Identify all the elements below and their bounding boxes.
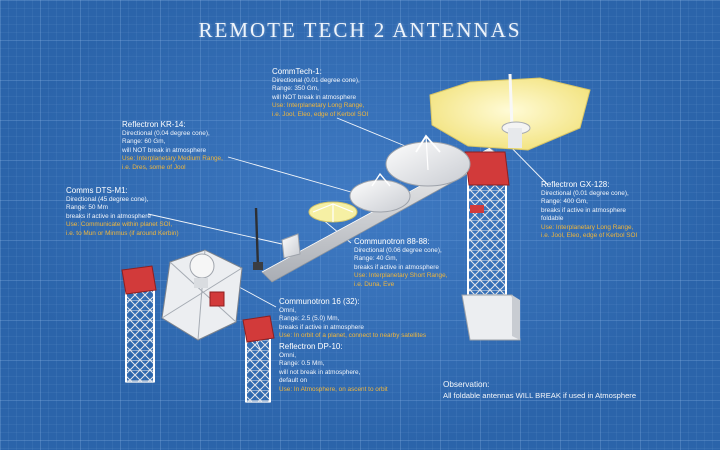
antenna-spec: Directional (45 degree cone), xyxy=(66,196,149,203)
communotron-88-88-dish xyxy=(308,201,358,223)
antenna-name: Reflectron DP-10: xyxy=(279,342,343,351)
antenna-use: Use: In Atmosphere, on ascent to orbit xyxy=(279,385,388,393)
antenna-name: Comms DTS-M1: xyxy=(66,186,128,195)
observation-text: All foldable antennas WILL BREAK if used… xyxy=(443,390,637,400)
observation-note: Observation: All foldable antennas WILL … xyxy=(443,380,636,401)
dts-m1-dish xyxy=(281,233,301,259)
antenna-use: Use: Interplanetary Short Range, xyxy=(354,272,448,280)
antenna-spec: breaks if active in atmosphere xyxy=(66,212,151,220)
antenna-spec: Directional (0.01 degree cone), xyxy=(272,77,360,84)
antenna-spec: Range: 350 Gm, xyxy=(272,85,319,93)
leader-lines xyxy=(147,117,549,352)
label-communotron-88-88: Communotron 88-88: Directional (0.06 deg… xyxy=(354,237,447,289)
antenna-spec: Directional (0.06 degree cone), xyxy=(354,247,442,254)
lower-tower xyxy=(242,315,275,403)
label-reflectron-kr-14: Reflectron KR-14: Directional (0.04 degr… xyxy=(122,120,223,172)
antenna-spec: Omni, xyxy=(279,352,297,359)
antenna-name: Communotron 16 (32): xyxy=(279,297,360,306)
antenna-spec: Range: 40 Gm, xyxy=(354,255,398,263)
antenna-spec: Directional (0.04 degree cone), xyxy=(122,130,210,137)
antenna-spec: Range: 400 Gm, xyxy=(541,198,588,206)
antenna-spec: Range: 0.5 Mm, xyxy=(279,360,325,368)
central-hub xyxy=(161,249,243,341)
antenna-use: Use: In orbit of a planet, connect to ne… xyxy=(279,332,427,340)
antenna-spec: Directional (0.01 degree cone), xyxy=(541,190,629,197)
antenna-use: i.e. Duna, Eve xyxy=(354,280,395,288)
label-reflectron-dp-10: Reflectron DP-10: Omni, Range: 0.5 Mm, w… xyxy=(279,342,388,394)
antenna-use: Use: Interplanetary Long Range, xyxy=(272,102,365,110)
antenna-spec: breaks if active in atmosphere xyxy=(354,263,439,271)
antenna-spec: Omni, xyxy=(279,307,297,314)
antenna-use: Use: Interplanetary Medium Range, xyxy=(122,155,223,163)
communotron-16-whip xyxy=(253,207,263,270)
label-commtech-1: CommTech-1: Directional (0.01 degree con… xyxy=(272,67,368,119)
antenna-name: CommTech-1: xyxy=(272,67,322,76)
left-tower xyxy=(121,265,157,383)
antenna-name: Reflectron KR-14: xyxy=(122,120,186,129)
antenna-spec: will NOT break in atmosphere xyxy=(272,93,357,101)
antenna-use: i.e. Dres, some of Jool xyxy=(122,163,186,171)
antenna-spec: breaks if active in atmosphere xyxy=(279,323,364,331)
antenna-name: Communotron 88-88: xyxy=(354,237,430,246)
antenna-spec: will NOT break in atmosphere xyxy=(122,146,207,154)
antenna-spec: will not break in atmosphere, xyxy=(279,368,361,376)
commtech-1-dish xyxy=(385,134,471,187)
right-tower xyxy=(461,151,521,341)
antenna-use: Use: Interplanetary Long Range, xyxy=(541,223,634,231)
antenna-use: i.e. Jool, Eleo, edge of Kerbol SOI xyxy=(272,110,369,118)
page-title: REMOTE TECH 2 ANTENNAS xyxy=(198,18,522,42)
antenna-use: i.e. Jool, Eleo, edge of Kerbol SOI xyxy=(541,232,638,240)
label-reflectron-gx-128: Reflectron GX-128: Directional (0.01 deg… xyxy=(541,180,637,240)
antenna-use: Use: Communicate within planet SOI, xyxy=(66,221,173,229)
antenna-spec: Range: 60 Gm, xyxy=(122,138,166,146)
antenna-spec: Range: 2.5 (5.0) Mm, xyxy=(279,315,340,323)
antenna-name: Reflectron GX-128: xyxy=(541,180,610,189)
antenna-spec: default on xyxy=(279,377,308,385)
observation-title: Observation: xyxy=(443,380,490,389)
antenna-spec: breaks if active in atmosphere xyxy=(541,206,626,214)
antenna-spec: foldable xyxy=(541,215,564,223)
label-comms-dts-m1: Comms DTS-M1: Directional (45 degree con… xyxy=(66,186,179,238)
kr-14-dish xyxy=(349,172,411,213)
gx-128-dish xyxy=(429,73,591,151)
antenna-use: i.e. to Mun or Minmus (if around Kerbin) xyxy=(66,229,179,237)
label-communotron-16: Communotron 16 (32): Omni, Range: 2.5 (5… xyxy=(279,297,426,341)
antenna-spec: Range: 50 Mm xyxy=(66,204,108,212)
